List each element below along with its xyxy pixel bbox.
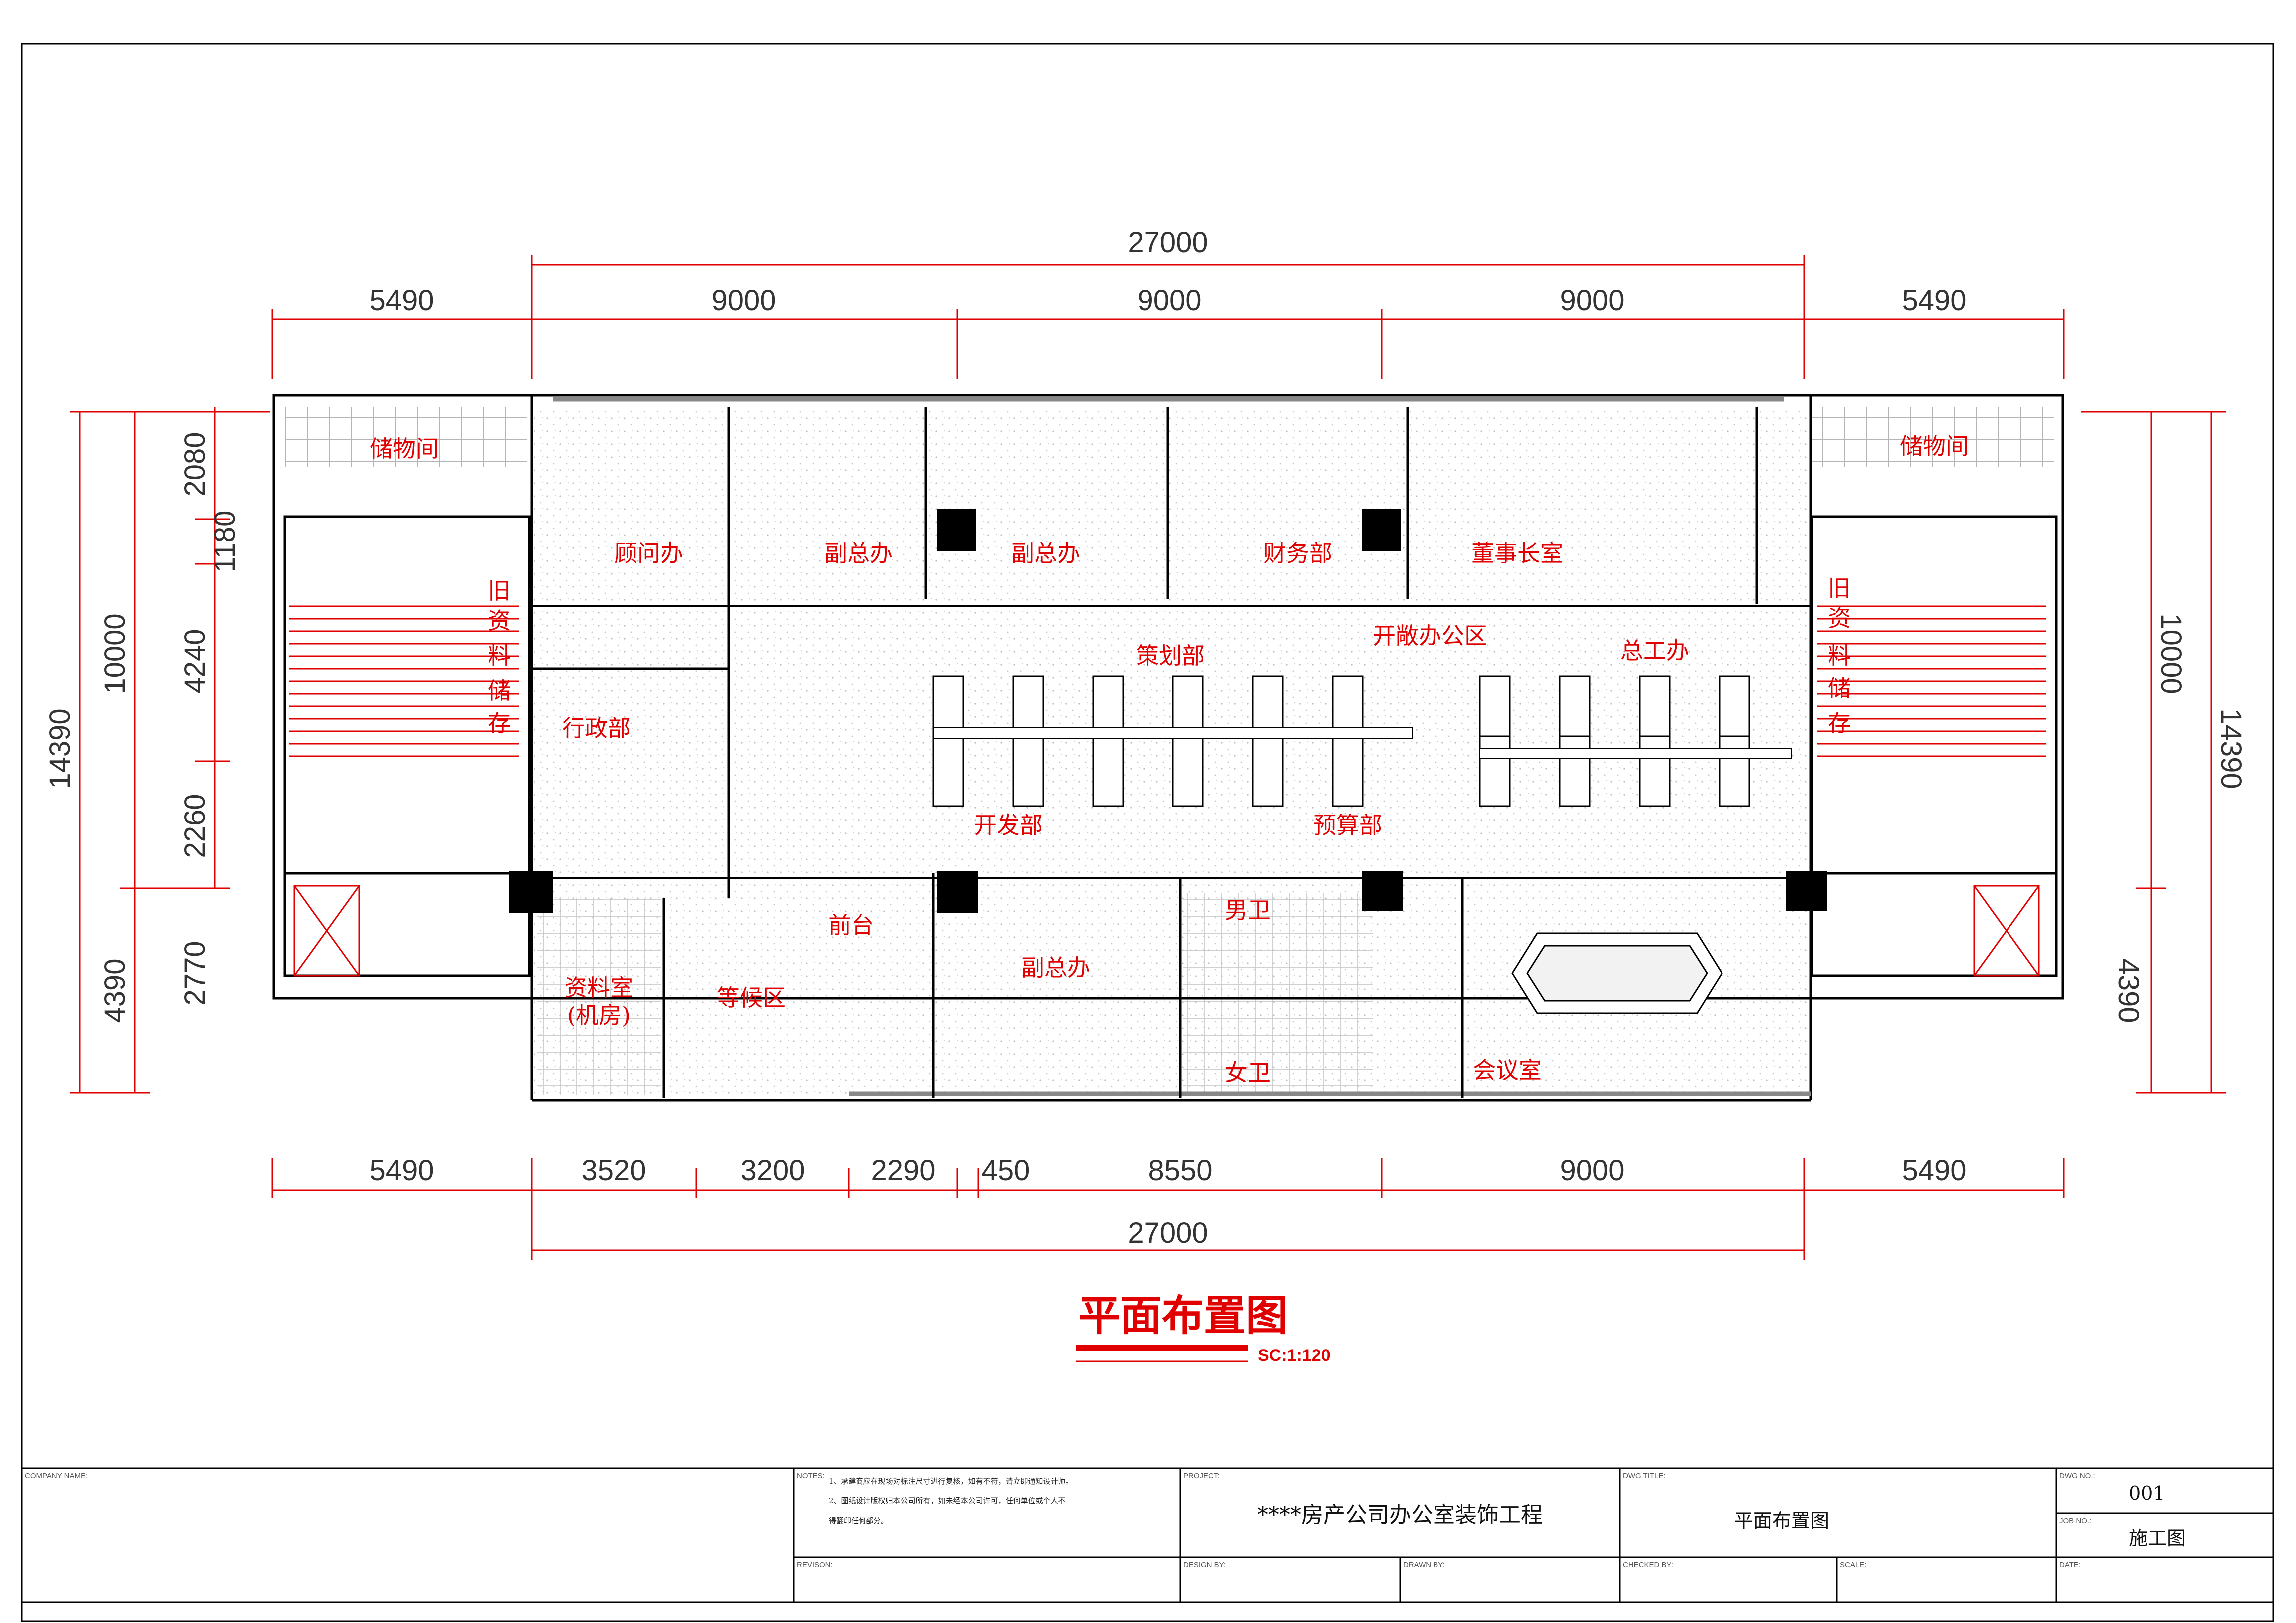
- room-label-waiting: 等候区: [717, 984, 786, 1011]
- dim-top-overall: 27000: [1128, 226, 1208, 259]
- room-label-vp1: 副总办: [824, 540, 893, 567]
- left-dimension-lines: [70, 407, 270, 1094]
- room-label-storage-right: 储物间: [1900, 433, 1969, 460]
- dim-right-mid-2: 4390: [2112, 958, 2145, 1023]
- archive-left-char-1: 旧: [488, 577, 511, 604]
- title-block: [22, 1468, 2273, 1603]
- tb-notes-label: NOTES:: [797, 1472, 825, 1480]
- tb-job-no-label: JOB NO.:: [2059, 1517, 2091, 1525]
- tb-date-label: DATE:: [2059, 1561, 2081, 1569]
- dim-top-4: 9000: [1560, 284, 1624, 317]
- meeting-table: [1511, 932, 1723, 1014]
- dim-bottom-1: 5490: [369, 1154, 434, 1187]
- room-label-reception: 前台: [828, 912, 874, 939]
- right-dimension-lines: [2081, 411, 2226, 1094]
- elevator-shafts: [293, 885, 2040, 977]
- room-label-development: 开发部: [974, 812, 1043, 839]
- tb-dwg-no-label: DWG NO.:: [2059, 1472, 2095, 1480]
- room-label-open-office: 开敞办公区: [1373, 622, 1487, 649]
- tb-drawn-by-label: DRAWN BY:: [1403, 1561, 1445, 1569]
- room-label-consultant: 顾问办: [614, 540, 683, 567]
- dim-right-mid-1: 10000: [2155, 613, 2187, 694]
- dim-left-inner-4: 2260: [179, 794, 211, 858]
- dim-left-inner-1: 2080: [179, 432, 211, 496]
- dim-top-5: 5490: [1902, 284, 1966, 317]
- dim-bottom-8: 5490: [1902, 1154, 1966, 1187]
- room-label-vp2: 副总办: [1011, 540, 1080, 567]
- dim-bottom-6: 8550: [1148, 1154, 1212, 1187]
- dim-right-outer: 14390: [2215, 708, 2247, 789]
- room-label-data-room-1: 资料室: [565, 974, 633, 1001]
- dim-left-inner-5: 2770: [179, 941, 211, 1005]
- dim-bottom-4: 2290: [871, 1154, 935, 1187]
- tb-project-label: PROJECT:: [1183, 1472, 1220, 1480]
- drawing-title: 平面布置图: [1078, 1291, 1288, 1340]
- dim-left-inner-2: 1180: [209, 511, 241, 573]
- dim-left-outer: 14390: [44, 708, 76, 789]
- room-label-chairman: 董事长室: [1471, 540, 1563, 567]
- room-label-storage-left: 储物间: [370, 435, 439, 462]
- sheet-border: [21, 43, 2274, 1622]
- archive-right-char-2: 资: [1828, 605, 1851, 632]
- room-label-vp3: 副总办: [1021, 954, 1090, 981]
- archive-left-char-4: 储: [488, 677, 511, 704]
- structural-columns: [509, 509, 1827, 913]
- tb-dwg-title: 平面布置图: [1734, 1510, 1829, 1532]
- dim-bottom-3: 3200: [740, 1154, 805, 1187]
- archive-right-char-1: 旧: [1828, 575, 1851, 602]
- tb-job-no: 施工图: [2129, 1527, 2186, 1549]
- bottom-dimension-lines: [271, 1158, 2065, 1260]
- archive-left-char-2: 资: [488, 607, 511, 634]
- room-labels: 储物间 储物间 顾问办 副总办 副总办 财务部 董事长室 行政部 策划部 开敞办…: [370, 433, 1969, 1086]
- room-label-planning: 策划部: [1136, 642, 1205, 669]
- dim-bottom-5: 450: [982, 1154, 1030, 1187]
- dim-top-3: 9000: [1137, 284, 1201, 317]
- tb-scale-label: SCALE:: [1840, 1561, 1866, 1569]
- archive-right-char-3: 料: [1828, 642, 1851, 669]
- dim-left-mid-2: 4390: [99, 958, 131, 1023]
- room-label-womens-wc: 女卫: [1225, 1059, 1271, 1086]
- dim-bottom-overall: 27000: [1128, 1217, 1208, 1249]
- tb-project-name: ****房产公司办公室装饰工程: [1257, 1502, 1543, 1528]
- dim-top-1: 5490: [369, 284, 434, 317]
- tb-checked-by-label: CHECKED BY:: [1623, 1561, 1673, 1569]
- tb-note-3: 得翻印任何部分。: [829, 1516, 888, 1525]
- top-dimension-lines: [271, 255, 2065, 379]
- room-label-mens-wc: 男卫: [1225, 897, 1271, 924]
- archive-right-char-4: 储: [1828, 675, 1851, 702]
- archive-right-char-5: 存: [1828, 710, 1851, 737]
- tb-note-1: 1、承建商应在现场对标注尺寸进行复核，如有不符，请立即通知设计师。: [829, 1477, 1073, 1486]
- tb-note-2: 2、图纸设计版权归本公司所有，如未经本公司许可，任何单位或个人不: [829, 1496, 1066, 1505]
- workstations: [932, 675, 1792, 807]
- dim-left-mid-1: 10000: [99, 613, 131, 694]
- dim-bottom-7: 9000: [1560, 1154, 1624, 1187]
- room-label-data-room-2: (机房): [567, 1002, 631, 1029]
- drawing-scale: SC:1:120: [1258, 1346, 1331, 1365]
- dim-left-inner-3: 4240: [179, 629, 211, 693]
- tb-dwg-title-label: DWG TITLE:: [1623, 1472, 1666, 1480]
- tb-dwg-no: 001: [2129, 1482, 2165, 1504]
- room-label-admin: 行政部: [562, 715, 631, 742]
- room-label-budget: 预算部: [1313, 812, 1382, 839]
- dim-bottom-2: 3520: [581, 1154, 646, 1187]
- room-label-finance: 财务部: [1263, 540, 1332, 567]
- archive-left-char-3: 料: [488, 642, 511, 669]
- title-underline-thick: [1076, 1345, 1248, 1351]
- tb-company-label: COMPANY NAME:: [25, 1472, 88, 1480]
- room-label-meeting: 会议室: [1473, 1057, 1542, 1083]
- tb-design-by-label: DESIGN BY:: [1183, 1561, 1226, 1569]
- archive-left-char-5: 存: [488, 710, 511, 737]
- building-walls: [272, 394, 2064, 1102]
- tb-revision-label: REVISON:: [797, 1561, 833, 1569]
- room-label-chief-engineer: 总工办: [1620, 637, 1689, 664]
- staircases: [289, 605, 2046, 757]
- dim-top-2: 9000: [711, 284, 776, 317]
